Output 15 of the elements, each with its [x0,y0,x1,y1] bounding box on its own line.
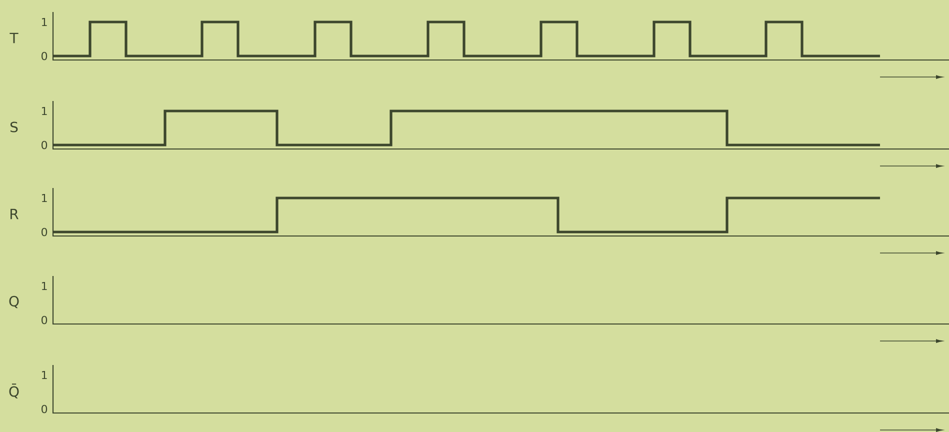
tick-label: 1 [42,194,47,202]
tick-label: 0 [42,52,48,60]
signal-label: R [10,208,18,220]
tick-label: 0 [42,316,48,324]
tick-label: 1 [42,371,47,380]
tick-label: 1 [42,18,47,26]
tick-label: 1 [42,282,47,290]
tick-label: 0 [42,140,48,150]
signal-label: Q [9,296,19,308]
signal-label: T [10,32,18,44]
signal-label: Q̄ [9,384,19,398]
tick-label: 1 [42,107,47,116]
tick-label: 0 [42,404,48,414]
signal-label: S [10,122,18,132]
tick-label: 0 [42,228,48,236]
